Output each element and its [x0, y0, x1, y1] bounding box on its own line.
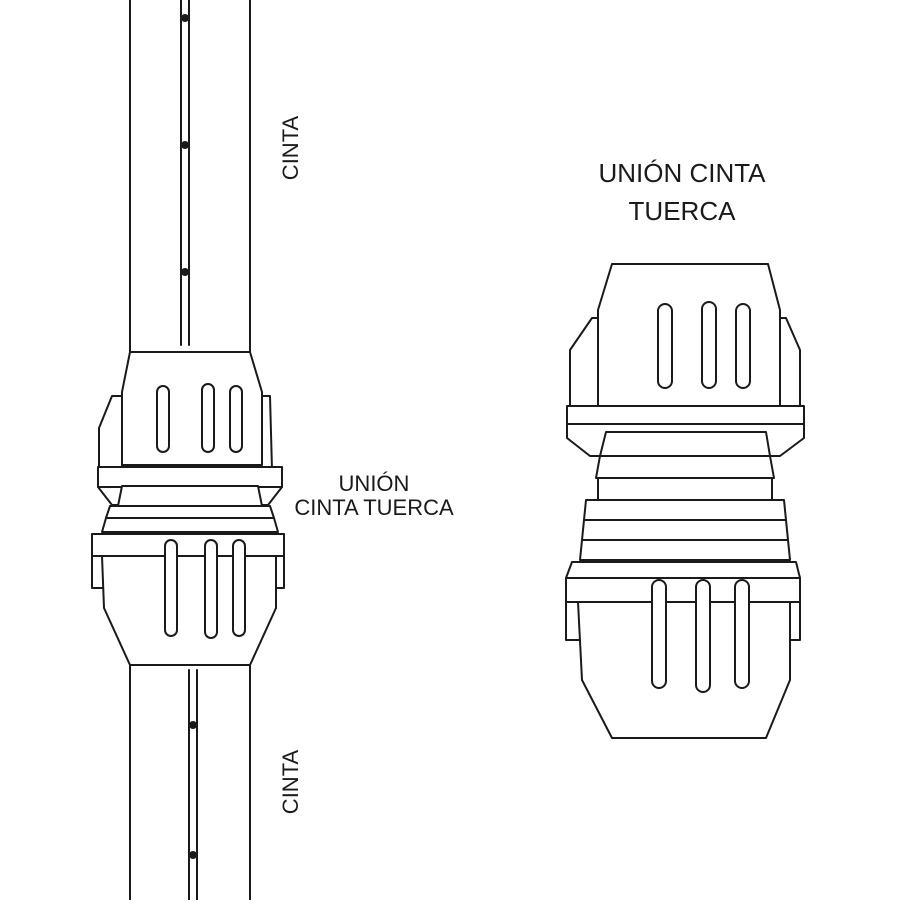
tape-lower-segment: [129, 664, 251, 901]
detail-title-line1: UNIÓN CINTA: [598, 158, 766, 188]
assembly-label-line1: UNIÓN: [339, 471, 410, 496]
emitter-dot: [181, 141, 189, 149]
drip-tape-assembly: CINTA CINTA UNIÓN CINTA TUERCA: [91, 0, 454, 901]
emitter-dot: [189, 851, 197, 859]
coupling-detail: UNIÓN CINTA TUERCA: [565, 158, 805, 739]
emitter-dot: [189, 721, 197, 729]
assembly-label-line2: CINTA TUERCA: [294, 495, 454, 520]
emitter-dot: [181, 14, 189, 22]
detail-title-line2: TUERCA: [629, 196, 737, 226]
tape-bottom-label: CINTA: [278, 749, 303, 814]
coupling-installed: [91, 351, 285, 666]
emitter-dot: [181, 268, 189, 276]
tape-upper-segment: [129, 0, 251, 353]
tape-top-label: CINTA: [278, 115, 303, 180]
